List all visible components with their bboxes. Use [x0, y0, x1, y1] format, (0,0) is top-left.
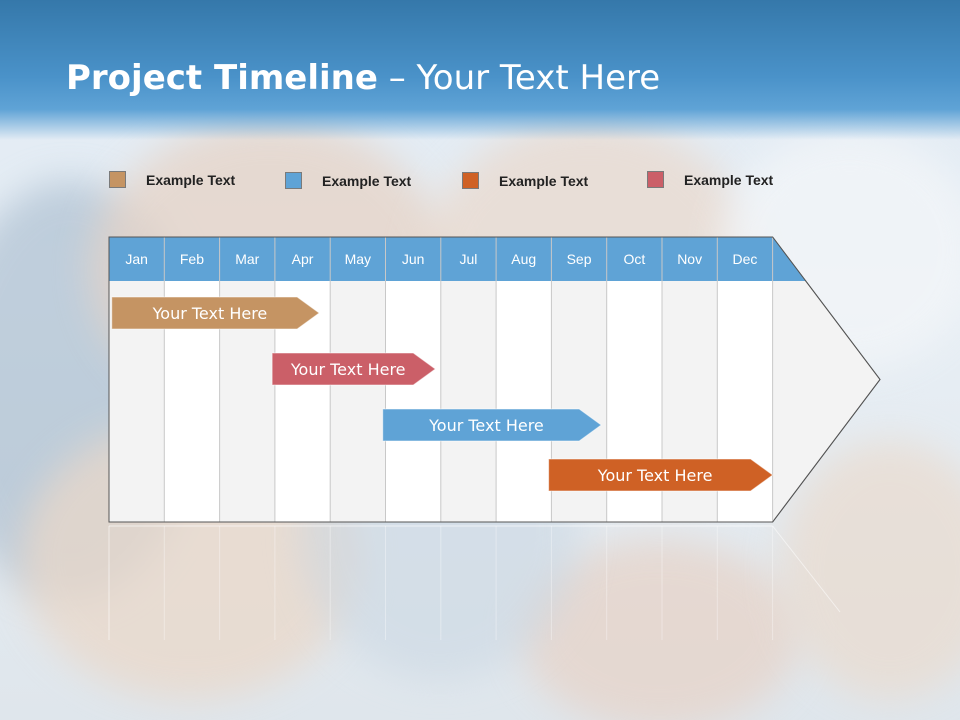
- timeline-arrow-outline: [108, 236, 881, 523]
- month-label: Jan: [125, 251, 148, 267]
- month-label: Nov: [677, 251, 702, 267]
- month-label: Feb: [180, 251, 204, 267]
- background-photo-shape: [780, 440, 960, 700]
- slide-title: Project Timeline – Your Text Here: [66, 58, 660, 98]
- task-label: Your Text Here: [428, 416, 544, 435]
- legend-label: Example Text: [684, 172, 774, 188]
- month-label: Oct: [623, 251, 645, 267]
- task-arrow: [382, 408, 603, 442]
- month-label: Dec: [732, 251, 757, 267]
- month-column: [440, 237, 497, 522]
- legend-label: Example Text: [322, 173, 412, 189]
- month-label: Jul: [459, 251, 477, 267]
- task-label: Your Text Here: [290, 360, 406, 379]
- month-column: [109, 237, 165, 522]
- reflection-line: [772, 525, 841, 613]
- legend-label: Example Text: [499, 173, 589, 189]
- month-label: Mar: [235, 251, 259, 267]
- title-rest-part: – Your Text Here: [377, 58, 661, 98]
- title-bold-part: Project Timeline: [66, 58, 378, 98]
- task-arrow: [111, 296, 320, 330]
- month-label: Jun: [402, 251, 425, 267]
- title-banner: [0, 0, 960, 140]
- month-label: Apr: [292, 251, 314, 267]
- task-label: Your Text Here: [152, 304, 268, 323]
- legend-swatch: [285, 172, 302, 189]
- legend-swatch: [109, 171, 126, 188]
- month-label: Sep: [567, 251, 592, 267]
- task-arrow: [548, 458, 774, 492]
- task-label: Your Text Here: [597, 466, 713, 485]
- month-column: [219, 237, 275, 522]
- month-column: [164, 237, 220, 522]
- month-label: May: [345, 251, 371, 267]
- legend-label: Example Text: [146, 172, 236, 188]
- month-label: Aug: [511, 251, 536, 267]
- month-column: [496, 237, 552, 522]
- task-arrow: [271, 352, 437, 386]
- legend-swatch: [647, 171, 664, 188]
- legend-swatch: [462, 172, 479, 189]
